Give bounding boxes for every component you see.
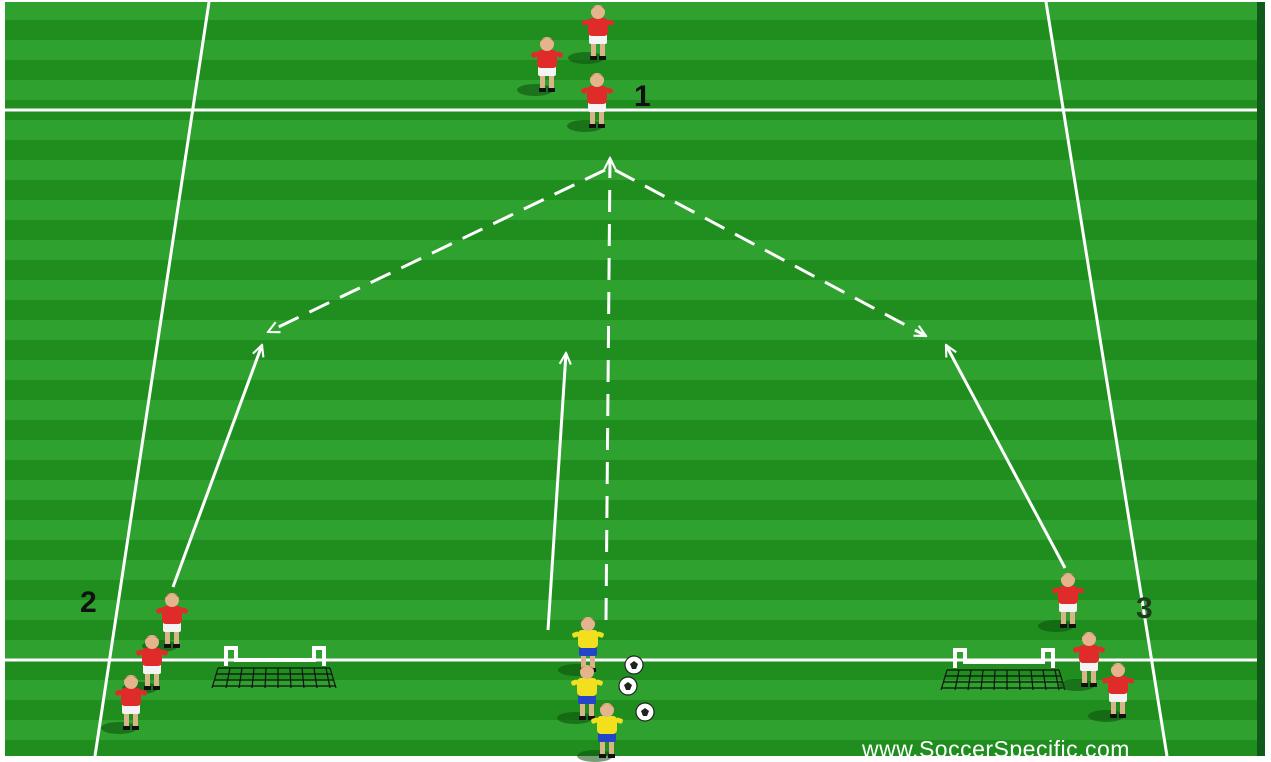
- group-label-2: 2: [80, 588, 97, 618]
- grass: [5, 2, 1263, 756]
- soccer-ball-icon: [619, 677, 637, 695]
- soccer-ball-icon: [625, 656, 643, 674]
- soccer-ball-icon: [636, 703, 654, 721]
- group-label-1: 1: [634, 82, 651, 112]
- field-border: [1257, 2, 1265, 756]
- watermark: www.SoccerSpecific.com: [862, 738, 1130, 761]
- group-label-3: 3: [1136, 594, 1153, 624]
